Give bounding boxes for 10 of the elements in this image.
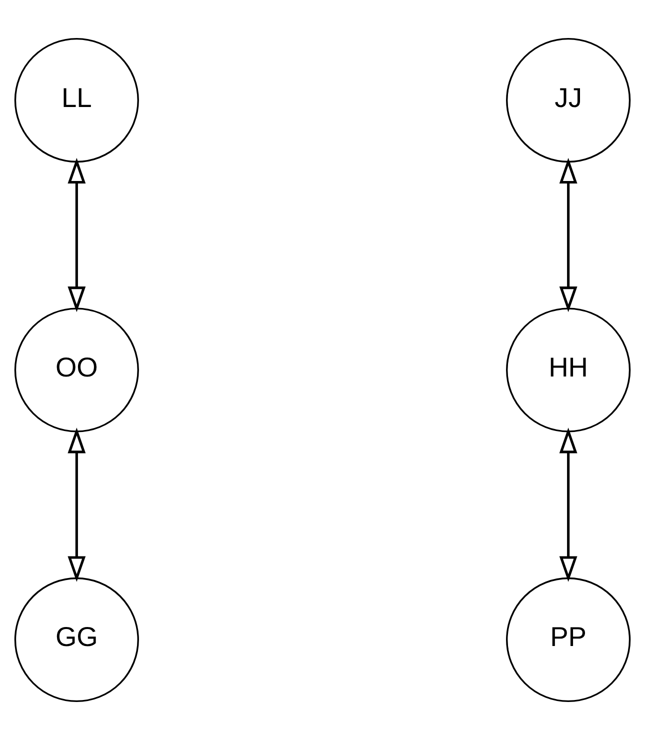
node-circle: HH — [506, 308, 631, 432]
arrow — [559, 428, 578, 582]
node-circle: JJ — [506, 38, 631, 163]
arrow — [559, 158, 578, 312]
node-circle: LL — [14, 38, 139, 163]
arrow — [68, 428, 86, 582]
node-circle: GG — [14, 577, 139, 702]
node-circle: PP — [506, 577, 631, 702]
arrow — [68, 158, 86, 312]
node-circle: OO — [14, 308, 139, 432]
